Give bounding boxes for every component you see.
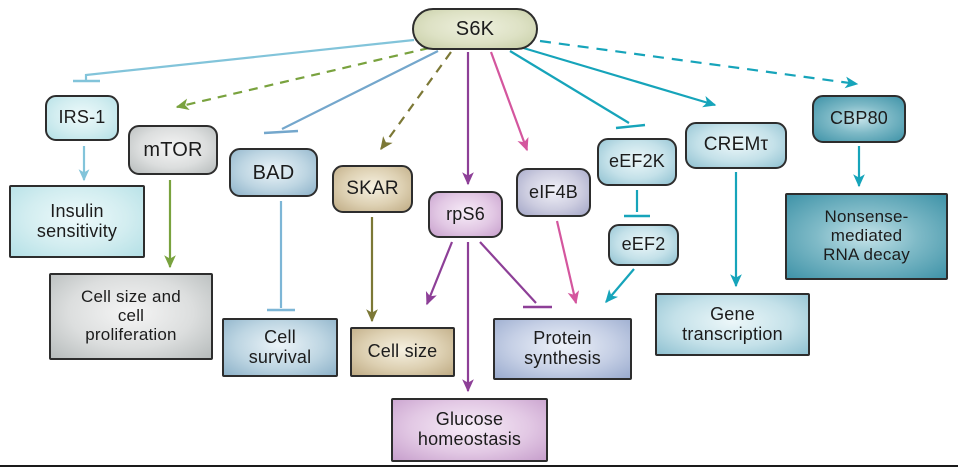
outcome-gene-transcription-label: Gene transcription [682, 303, 783, 344]
edge-s6k-to-eif4b [489, 51, 529, 152]
node-mtor: mTOR [128, 125, 218, 175]
outcome-insulin-sensitivity-label: Insulin sensitivity [36, 200, 118, 241]
outcome-gene-transcription: Gene transcription [655, 293, 810, 356]
node-irs1-label: IRS-1 [58, 107, 106, 128]
outcome-protein-synthesis: Protein synthesis [493, 318, 632, 380]
node-bad: BAD [229, 148, 318, 197]
edge-s6k-to-bad [281, 50, 439, 130]
outcome-nonsense-mediated-rna-decay: Nonsense- mediated RNA decay [785, 193, 948, 280]
edge-s6k-to-cremt [519, 45, 717, 108]
outcome-insulin-sensitivity: Insulin sensitivity [9, 185, 145, 258]
node-s6k-label: S6K [455, 18, 495, 40]
edge-eif4b-to-protein [555, 220, 580, 305]
node-skar: SKAR [332, 165, 413, 213]
node-rps6: rpS6 [428, 191, 503, 238]
figure-bottom-rule [0, 465, 958, 467]
node-mtor-label: mTOR [143, 139, 203, 161]
outcome-glucose-homeostasis: Glucose homeostasis [391, 398, 548, 462]
node-eif4b-label: eIF4B [528, 181, 579, 202]
outcome-cell-size-label: Cell size [367, 341, 438, 362]
edge-rps6-to-protein [479, 241, 537, 304]
node-s6k: S6K [412, 8, 538, 50]
node-rps6-label: rpS6 [446, 203, 485, 224]
outcome-cell-size-proliferation: Cell size and cell proliferation [49, 273, 213, 360]
edge-s6k-to-cbp80 [539, 39, 859, 89]
node-irs1: IRS-1 [45, 95, 119, 141]
node-skar-label: SKAR [346, 177, 399, 199]
edge-rps6-to-cellsize [425, 241, 454, 306]
outcome-cell-survival: Cell survival [222, 318, 338, 377]
node-eef2-label: eEF2 [621, 234, 666, 255]
outcome-cell-size: Cell size [350, 327, 455, 377]
edge-s6k-to-irs1 [84, 38, 415, 80]
edge-s6k-to-skar [380, 51, 452, 151]
outcome-cell-size-proliferation-label: Cell size and cell proliferation [81, 287, 181, 344]
outcome-glucose-homeostasis-label: Glucose homeostasis [417, 409, 522, 449]
edge-s6k-to-mtor [175, 46, 430, 111]
outcome-cell-survival-label: Cell survival [248, 326, 312, 367]
node-cremt-label: CREMτ [703, 134, 769, 156]
node-cbp80: CBP80 [812, 95, 906, 143]
node-cbp80-label: CBP80 [829, 108, 889, 129]
outcome-nonsense-mediated-rna-decay-label: Nonsense- mediated RNA decay [823, 207, 910, 264]
node-bad-label: BAD [252, 161, 295, 184]
node-eif4b: eIF4B [516, 168, 591, 217]
node-eef2: eEF2 [608, 224, 679, 266]
node-eef2k: eEF2K [597, 138, 677, 186]
node-eef2k-label: eEF2K [608, 151, 666, 172]
edge-s6k-to-eef2k [509, 50, 630, 124]
node-cremt: CREMτ [685, 122, 787, 169]
edge-s6k-to-eef2k-tbar [615, 123, 646, 130]
edge-eef2-to-protein [605, 268, 635, 303]
edge-s6k-to-bad-tbar [263, 129, 299, 135]
outcome-protein-synthesis-label: Protein synthesis [524, 328, 601, 368]
